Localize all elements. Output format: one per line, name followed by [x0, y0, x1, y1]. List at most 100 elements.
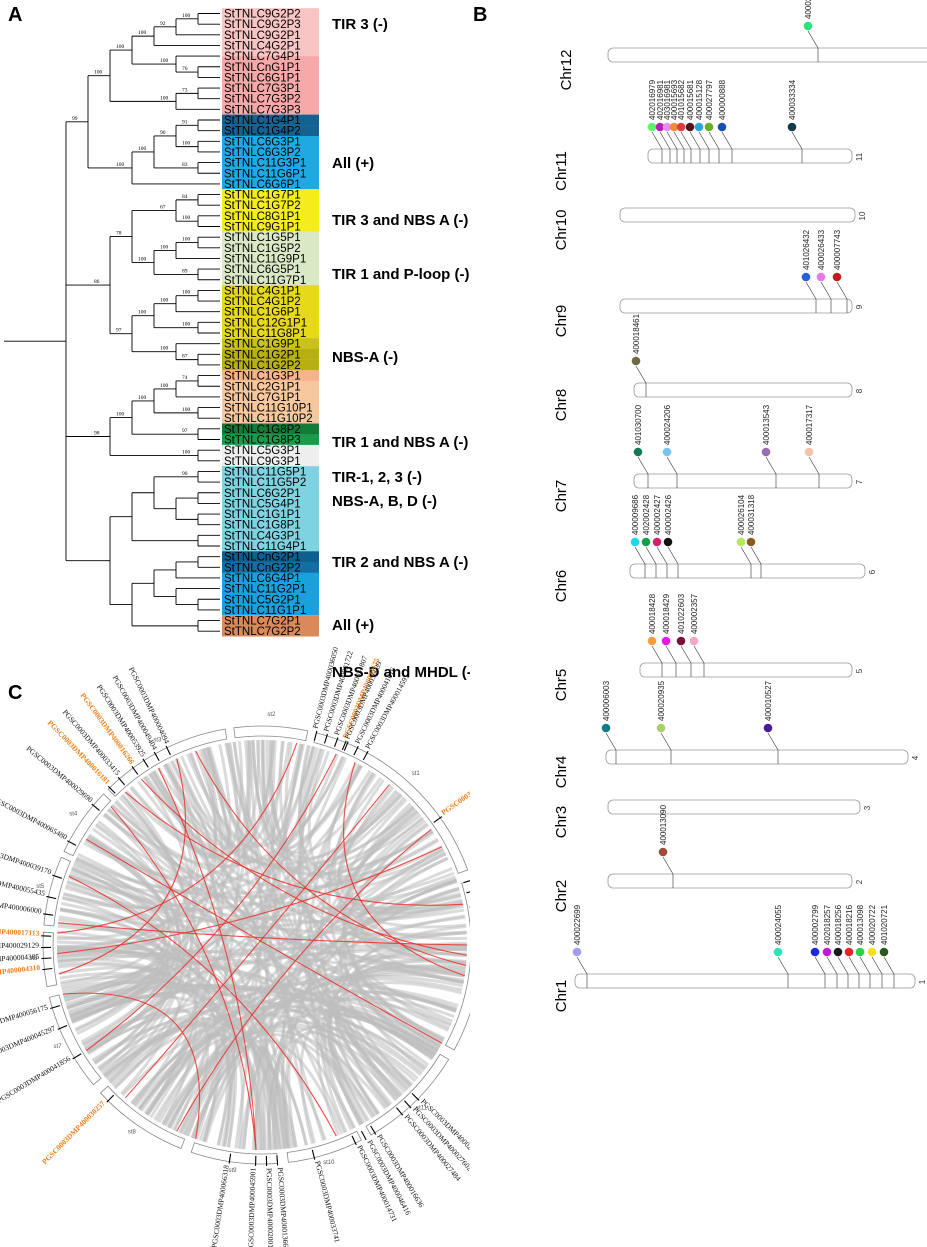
marker-dot [694, 122, 704, 132]
clade-label: NBS-A, B, D (-) [332, 493, 437, 510]
grey-link [224, 742, 415, 865]
gene-tick [362, 750, 369, 761]
clade-row-shade [222, 125, 319, 136]
bootstrap-value: 98 [94, 431, 100, 437]
circos-gene-label: PGSC0003DMP400046416 [365, 1138, 413, 1216]
marker-id: 400022699 [573, 904, 582, 945]
marker-id: 400020935 [657, 680, 666, 721]
grey-link [146, 811, 420, 1116]
grey-link [57, 930, 172, 1065]
bootstrap-value: 74 [182, 375, 188, 381]
gene-tick [42, 967, 53, 971]
grey-link [342, 823, 429, 1072]
gene-tick [91, 803, 100, 811]
circos-gene-label: PGSC0003DMP400039170 [0, 841, 53, 876]
bootstrap-value: 100 [160, 95, 169, 101]
grey-link [103, 813, 186, 1083]
gene-tick [403, 1100, 412, 1109]
bootstrap-value: 100 [94, 70, 103, 76]
circos-gene-label: PGSC0003DMP400065480 [0, 794, 69, 842]
gene-label: StTNLC11G8P1 [224, 328, 306, 340]
grey-link [161, 973, 465, 1126]
marker-line [660, 732, 672, 751]
chromosome-bar [605, 749, 909, 765]
clade-row-shade [222, 348, 319, 360]
clade-label: TIR-1, 2, 3 (-) [332, 469, 422, 486]
marker-line [837, 956, 849, 975]
marker-dot [704, 122, 714, 132]
red-link [110, 806, 257, 1150]
grey-link [167, 1025, 404, 1129]
grey-link [57, 949, 435, 1059]
bootstrap-value: 100 [116, 412, 125, 418]
marker-line [605, 732, 617, 751]
grey-link [300, 747, 408, 1092]
grey-link [225, 742, 277, 1150]
marker-id: 400020722 [868, 904, 877, 945]
grey-link [164, 763, 236, 1147]
marker-line [859, 956, 871, 975]
grey-link [149, 771, 380, 1115]
marker-id: 400033334 [788, 79, 797, 120]
bootstrap-value: 90 [182, 471, 188, 477]
grey-link [121, 794, 201, 1116]
grey-link [81, 1010, 296, 1148]
marker-dot [630, 537, 640, 547]
grey-link [94, 824, 182, 1072]
grey-link [355, 964, 466, 1048]
grey-link [283, 741, 380, 1115]
grey-link [266, 959, 467, 1150]
grey-link [267, 1025, 417, 1150]
grey-link [145, 748, 225, 1116]
marker-line [651, 645, 663, 664]
grey-link [137, 1034, 238, 1148]
grey-link [326, 925, 467, 1126]
bootstrap-value: 100 [182, 322, 191, 328]
marker-id: 403016981 [663, 79, 672, 120]
grey-link [83, 1007, 194, 1116]
gene-label: StTNLC1G6P1 [224, 307, 301, 319]
grey-link [182, 757, 348, 1136]
chromosome-label: Chr2 [553, 880, 570, 913]
gene-label: StTNLC5G4P1 [224, 498, 301, 510]
marker-id: 400029415 [804, 0, 813, 19]
circos-gene-label: PGSC0003DMP400027528 [419, 1097, 470, 1162]
grey-link [59, 908, 327, 1141]
grey-link [59, 908, 163, 929]
marker-id: 400031318 [747, 494, 756, 535]
marker-line [666, 131, 678, 150]
gene-label: StTNLC9G3P1 [224, 456, 301, 468]
marker-dot [689, 636, 699, 646]
gene-label: StTNLC4G2P1 [224, 40, 301, 52]
grey-link [65, 883, 198, 1126]
chromosome-number: 7 [855, 479, 864, 484]
grey-link [93, 820, 181, 1065]
grey-link [66, 983, 436, 1057]
grey-link [106, 1023, 218, 1140]
grey-link [336, 779, 464, 984]
grey-link [342, 802, 444, 1044]
marker-line [871, 956, 883, 975]
grey-link [100, 1021, 308, 1146]
gene-label: StTNLC7G2P2 [224, 626, 301, 638]
grey-link [262, 1046, 272, 1150]
grey-link [61, 980, 262, 1151]
grey-link [284, 856, 449, 1149]
grey-link [234, 740, 285, 1149]
segment-label: st11 [416, 1105, 428, 1111]
grey-link [278, 740, 441, 1050]
chromosome-number: 9 [855, 304, 864, 309]
circos-gene-label: PGSC0003DMP400033741 [313, 1160, 342, 1244]
chromosome-label: Chr6 [553, 570, 570, 603]
gene-label: StTNLC1G8P1 [224, 520, 301, 532]
gene-tick [351, 1135, 357, 1146]
chromosome-label: Chr3 [553, 806, 570, 839]
grey-link [178, 1037, 223, 1134]
marker-id: 400002357 [690, 593, 699, 634]
chromosome-segment [444, 880, 470, 1051]
bootstrap-value: 89 [182, 268, 188, 274]
circos-gene-label: PGSC0003DMP400013664 [276, 1167, 291, 1247]
marker-dot [879, 947, 889, 957]
grey-link [202, 747, 467, 966]
grey-link [84, 809, 418, 1050]
